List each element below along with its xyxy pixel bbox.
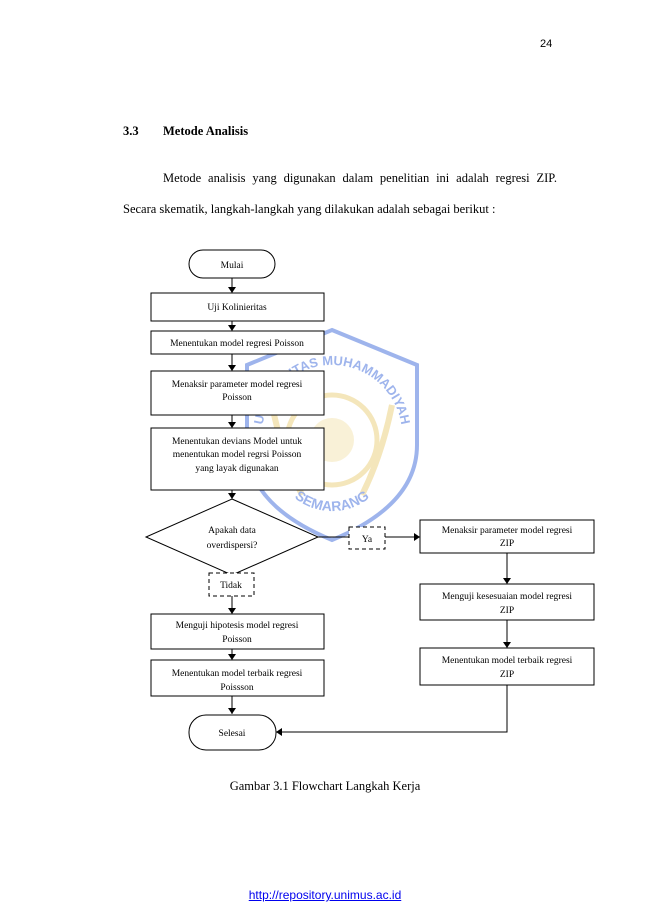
flow-end-terminal: Selesai	[188, 714, 277, 751]
svg-text:Menguji hipotesis model regres: Menguji hipotesis model regresi	[176, 621, 299, 631]
svg-text:Uji Kolinieritas: Uji Kolinieritas	[207, 303, 267, 313]
svg-text:ZIP: ZIP	[500, 670, 514, 680]
section-number: 3.3	[123, 124, 139, 138]
svg-text:ZIP: ZIP	[500, 606, 514, 616]
flow-decision-overdispersi: Apakah data overdispersi?	[144, 498, 320, 576]
flow-step-kesesuaian-zip: Menguji kesesuaian model regresi ZIP	[419, 583, 595, 621]
flow-label-ya: Ya	[348, 526, 386, 550]
figure-caption: Gambar 3.1 Flowchart Langkah Kerja	[229, 779, 421, 793]
page-number: 24	[540, 38, 553, 50]
svg-text:Menentukan model terbaik regre: Menentukan model terbaik regresi	[442, 656, 573, 666]
svg-text:Menentukan model terbaik regre: Menentukan model terbaik regresi	[172, 669, 303, 679]
svg-text:Poissson: Poissson	[220, 683, 254, 693]
flow-step-devians: Menentukan devians Model untuk menentuka…	[150, 427, 325, 491]
flow-step-uji-kolinieritas: Uji Kolinieritas	[150, 292, 325, 322]
svg-text:Menentukan model regresi Poiss: Menentukan model regresi Poisson	[170, 339, 304, 349]
flow-step-parameter-zip: Menaksir parameter model regresi ZIP	[419, 519, 595, 554]
flow-step-hipotesis-poisson: Menguji hipotesis model regresi Poisson	[150, 613, 325, 650]
flow-step-terbaik-poisson: Menentukan model terbaik regresi Poissso…	[150, 659, 325, 697]
svg-text:Menaksir parameter model regre: Menaksir parameter model regresi	[172, 380, 303, 390]
svg-text:Apakah data: Apakah data	[208, 526, 257, 536]
paragraph-line-2: Secara skematik, langkah-langkah yang di…	[123, 202, 496, 216]
svg-text:Mulai: Mulai	[221, 261, 244, 271]
paragraph-line-1: Metode analisis yang digunakan dalam pen…	[163, 171, 557, 185]
flow-step-parameter-poisson: Menaksir parameter model regresi Poisson	[150, 370, 325, 416]
svg-text:menentukan model regrsi Poisso: menentukan model regrsi Poisson	[173, 450, 302, 460]
flow-step-model-poisson: Menentukan model regresi Poisson	[150, 330, 325, 355]
svg-text:Ya: Ya	[362, 535, 373, 545]
svg-text:ZIP: ZIP	[500, 539, 514, 549]
flow-label-tidak: Tidak	[208, 572, 255, 597]
svg-text:Menaksir parameter model regre: Menaksir parameter model regresi	[442, 526, 573, 536]
flowchart-arrowheads	[228, 287, 511, 736]
svg-text:yang layak digunakan: yang layak digunakan	[195, 464, 279, 474]
repository-link[interactable]: http://repository.unimus.ac.id	[248, 888, 402, 902]
svg-text:overdispersi?: overdispersi?	[207, 541, 258, 551]
section-title: Metode Analisis	[163, 124, 249, 138]
svg-text:Poisson: Poisson	[222, 635, 252, 645]
flow-start-terminal: Mulai	[188, 249, 276, 279]
svg-text:Menentukan devians Model untuk: Menentukan devians Model untuk	[172, 437, 302, 447]
svg-text:Selesai: Selesai	[219, 729, 246, 739]
svg-text:Menguji kesesuaian model regre: Menguji kesesuaian model regresi	[442, 592, 572, 602]
svg-text:Poisson: Poisson	[222, 393, 252, 403]
flow-step-terbaik-zip: Menentukan model terbaik regresi ZIP	[419, 647, 595, 686]
svg-text:Tidak: Tidak	[220, 581, 242, 591]
